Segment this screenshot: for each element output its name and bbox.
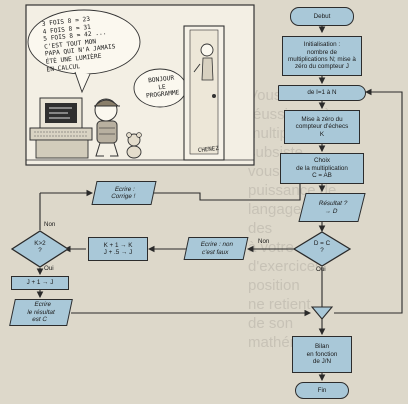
summary-node: Bilan en fonction de J/N: [292, 336, 352, 373]
decision-d-equals-c-text: D = C ?: [313, 240, 331, 255]
label-oui-k: Oui: [44, 265, 54, 272]
end-node: Fin: [295, 382, 349, 399]
loop-node: de I=1 à N: [278, 85, 366, 101]
decision-k-greater-2-text: K>2 ?: [34, 240, 46, 255]
decision-k-greater-2: [11, 230, 69, 268]
write-result-node: Ecrire le résultat est C: [9, 299, 73, 326]
increment-j-node: J + 1 → J: [11, 276, 69, 290]
label-non-dc: Non: [258, 238, 270, 245]
speech-bubble-greeting: BONJOUR LE PROGRAMME: [145, 74, 180, 100]
decision-d-equals-c: [293, 231, 351, 267]
reset-counter-node: Mise à zéro du compteur d'échecs K: [284, 110, 360, 144]
label-non-k: Non: [44, 221, 56, 228]
init-node: Initialisation : nombre de multiplicatio…: [282, 36, 362, 76]
speech-bubble-multiplications: 3 FOIS 8 = 23 4 FOIS 8 = 31 5 FOIS 8 = 4…: [41, 15, 116, 74]
write-correct-node: Ecrire : Corrige !: [91, 181, 157, 205]
label-oui-dc: Oui: [316, 266, 326, 273]
input-result-node: Résultat ? → D: [298, 193, 366, 222]
cartoon-illustration: [25, 4, 255, 166]
write-wrong-node: Ecrire : non c'est faux: [183, 237, 249, 260]
choose-multiplication-node: Choix de la multiplication C = AB: [280, 153, 364, 184]
start-node: Debut: [290, 7, 354, 26]
increment-k-j-node: K + 1 → K J + .5 → J: [88, 237, 148, 261]
